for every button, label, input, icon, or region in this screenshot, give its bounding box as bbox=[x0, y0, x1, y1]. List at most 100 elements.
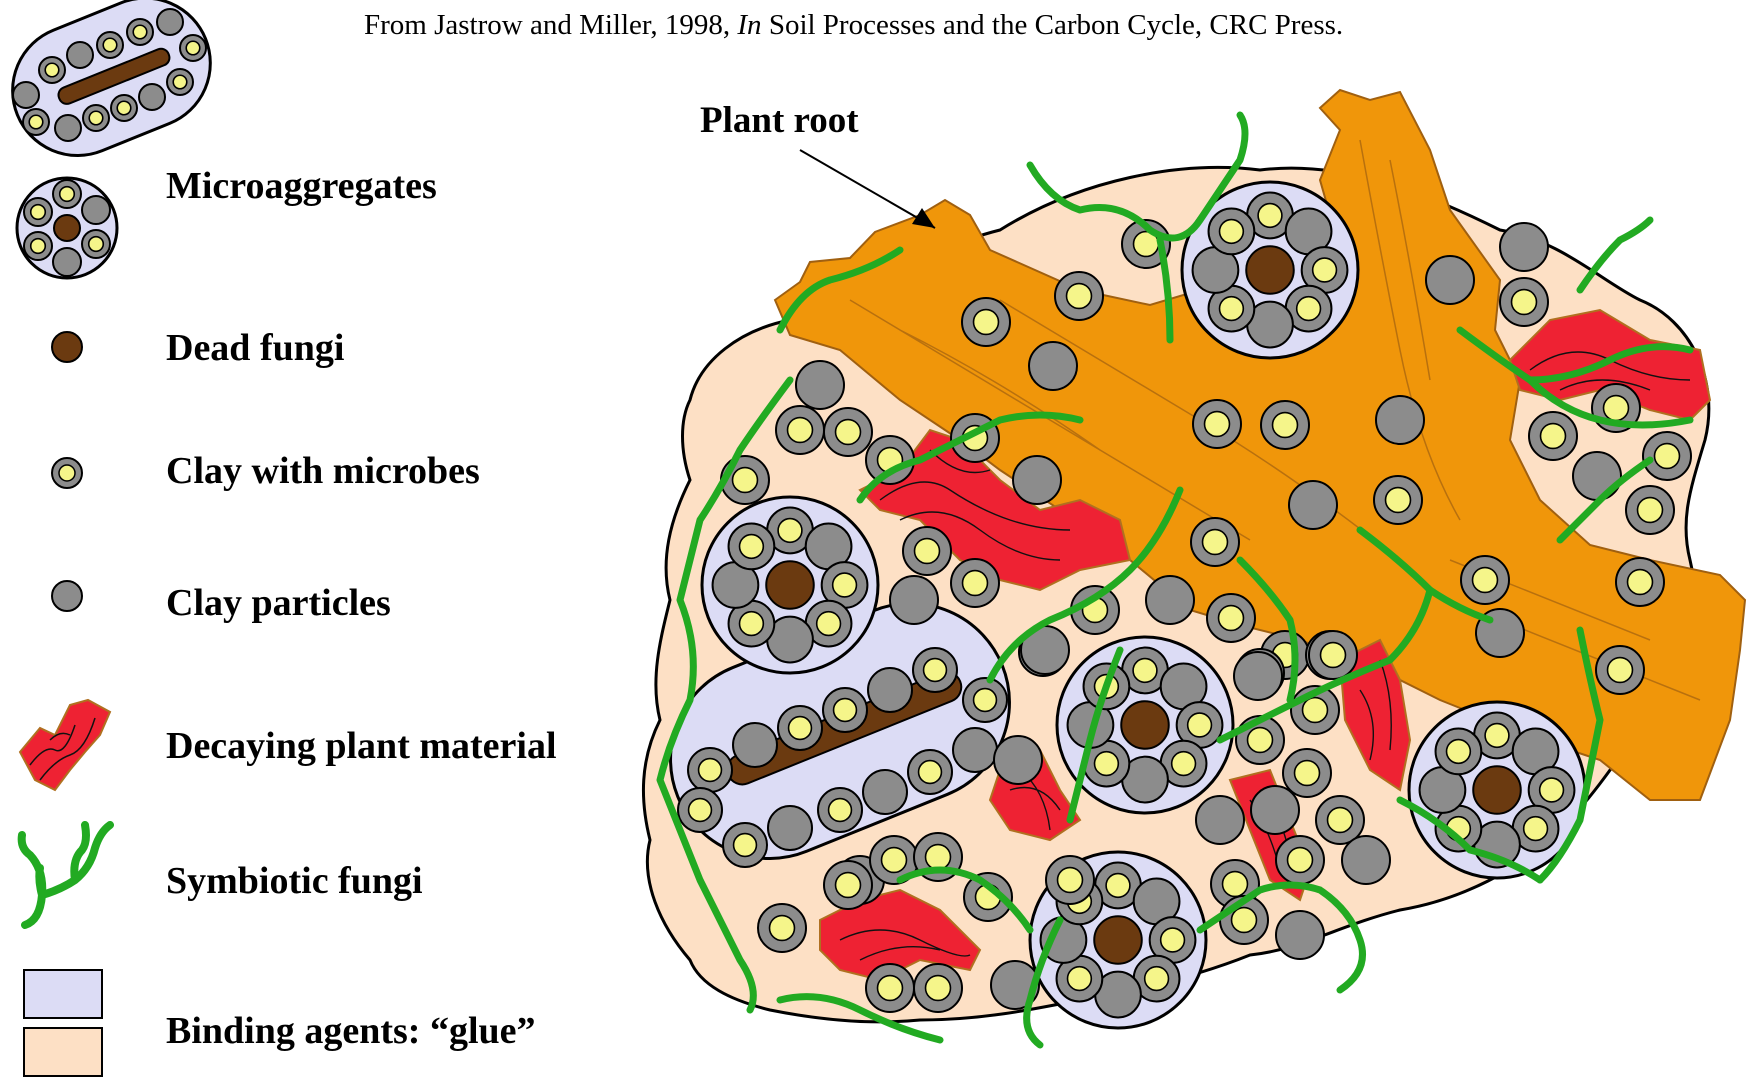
clay-particle bbox=[1289, 481, 1337, 529]
clay-with-microbe bbox=[23, 109, 49, 135]
clay-with-microbe bbox=[1626, 486, 1674, 534]
clay-with-microbe bbox=[818, 788, 862, 832]
clay-particle bbox=[13, 82, 39, 108]
clay-with-microbe bbox=[1596, 646, 1644, 694]
clay-particle bbox=[1234, 652, 1282, 700]
clay-with-microbe bbox=[913, 648, 957, 692]
clay-with-microbe bbox=[97, 32, 123, 58]
clay-with-microbe bbox=[951, 559, 999, 607]
microaggregate bbox=[702, 497, 878, 673]
clay-particle bbox=[1342, 836, 1390, 884]
clay-with-microbe bbox=[866, 964, 914, 1012]
clay-with-microbe bbox=[1500, 278, 1548, 326]
clay-particle bbox=[994, 736, 1042, 784]
clay-particle bbox=[953, 728, 997, 772]
clay-particle bbox=[82, 196, 110, 224]
clay-particle bbox=[1426, 256, 1474, 304]
dead-fungi-particle bbox=[1246, 246, 1294, 294]
clay-particle bbox=[1146, 576, 1194, 624]
clay-with-microbe bbox=[866, 436, 914, 484]
legend-label-microaggregates: Microaggregates bbox=[166, 165, 437, 207]
clay-with-microbe bbox=[24, 198, 52, 226]
clay-with-microbe bbox=[1309, 631, 1357, 679]
clay-with-microbe bbox=[823, 688, 867, 732]
clay-with-microbe bbox=[1616, 558, 1664, 606]
clay-with-microbe bbox=[962, 298, 1010, 346]
clay-with-microbe bbox=[180, 35, 206, 61]
clay-with-microbe bbox=[688, 748, 732, 792]
clay-with-microbe bbox=[1283, 749, 1331, 797]
clay-with-microbe bbox=[729, 524, 775, 570]
plant-root-callout-line bbox=[800, 150, 935, 228]
clay-with-microbe bbox=[1643, 432, 1691, 480]
clay-with-microbe bbox=[903, 527, 951, 575]
clay-particle bbox=[863, 770, 907, 814]
clay-particle bbox=[157, 9, 183, 35]
plant-root-label: Plant root bbox=[700, 100, 859, 141]
clay-particle bbox=[890, 576, 938, 624]
dead-fungi-particle bbox=[54, 215, 80, 241]
dead-fungi-legend-icon bbox=[52, 332, 82, 362]
clay-with-microbe bbox=[39, 57, 65, 83]
legend-label-symbiotic-fungi: Symbiotic fungi bbox=[166, 860, 423, 902]
clay-particle bbox=[768, 806, 812, 850]
dead-fungi-particle bbox=[1473, 766, 1521, 814]
clay-particle bbox=[1276, 911, 1324, 959]
clay-with-microbe bbox=[758, 904, 806, 952]
clay-with-microbe bbox=[678, 788, 722, 832]
clay-with-microbe bbox=[914, 964, 962, 1012]
clay-with-microbe bbox=[167, 69, 193, 95]
citation: From Jastrow and Miller, 1998, In Soil P… bbox=[364, 9, 1343, 41]
clay-with-microbe bbox=[778, 706, 822, 750]
fungal-hypha bbox=[1580, 220, 1650, 290]
clay-with-microbe bbox=[1529, 412, 1577, 460]
binding-agent-blue-swatch bbox=[24, 970, 102, 1018]
clay-particle bbox=[1196, 796, 1244, 844]
macroaggregate-legend-icon bbox=[0, 0, 230, 175]
clay-with-microbe bbox=[24, 232, 52, 260]
legend-label-dead-fungi: Dead fungi bbox=[166, 327, 344, 369]
clay-particle bbox=[868, 668, 912, 712]
binding-agent-peach-swatch bbox=[24, 1028, 102, 1076]
clay-with-microbe bbox=[1374, 476, 1422, 524]
clay-particle bbox=[139, 84, 165, 110]
symbiotic-fungi-legend-icon bbox=[22, 825, 110, 925]
clay-particle bbox=[796, 361, 844, 409]
clay-with-microbe bbox=[127, 19, 153, 45]
clay-with-microbe bbox=[723, 823, 767, 867]
clay-with-microbe bbox=[1207, 594, 1255, 642]
clay-particle bbox=[1573, 452, 1621, 500]
clay-particle bbox=[1500, 223, 1548, 271]
clay-particle bbox=[733, 723, 777, 767]
clay-particle bbox=[67, 42, 93, 68]
legend: Microaggregates Dead fungi Clay with mic… bbox=[0, 0, 557, 1076]
clay-particle bbox=[1013, 456, 1061, 504]
dead-fungi-particle bbox=[1094, 916, 1142, 964]
clay-particle bbox=[1029, 342, 1077, 390]
clay-with-microbe bbox=[83, 105, 109, 131]
clay-particle bbox=[1376, 396, 1424, 444]
clay-with-microbe bbox=[111, 95, 137, 121]
clay-with-microbe bbox=[1261, 401, 1309, 449]
clay-particle bbox=[1251, 786, 1299, 834]
clay-with-microbe bbox=[1191, 518, 1239, 566]
clay-particle bbox=[53, 248, 81, 276]
clay-with-microbe bbox=[53, 180, 81, 208]
clay-with-microbe bbox=[1209, 209, 1255, 255]
dead-fungi-particle bbox=[1121, 701, 1169, 749]
clay-with-microbe bbox=[1461, 556, 1509, 604]
clay-with-microbe bbox=[908, 750, 952, 794]
legend-label-clay-particles: Clay particles bbox=[166, 582, 391, 624]
legend-label-clay-with-microbes: Clay with microbes bbox=[166, 450, 480, 492]
clay-with-microbe bbox=[1436, 729, 1482, 775]
clay-with-microbe bbox=[1193, 400, 1241, 448]
clay-with-microbe bbox=[824, 408, 872, 456]
clay-with-microbe bbox=[82, 230, 110, 258]
clay-with-microbes-legend-icon bbox=[52, 458, 82, 488]
legend-label-binding-agents: Binding agents: “glue” bbox=[166, 1010, 536, 1052]
clay-with-microbe bbox=[824, 861, 872, 909]
clay-with-microbe bbox=[1046, 856, 1094, 904]
clay-with-microbe bbox=[1055, 272, 1103, 320]
legend-label-decaying-plant: Decaying plant material bbox=[166, 725, 557, 767]
